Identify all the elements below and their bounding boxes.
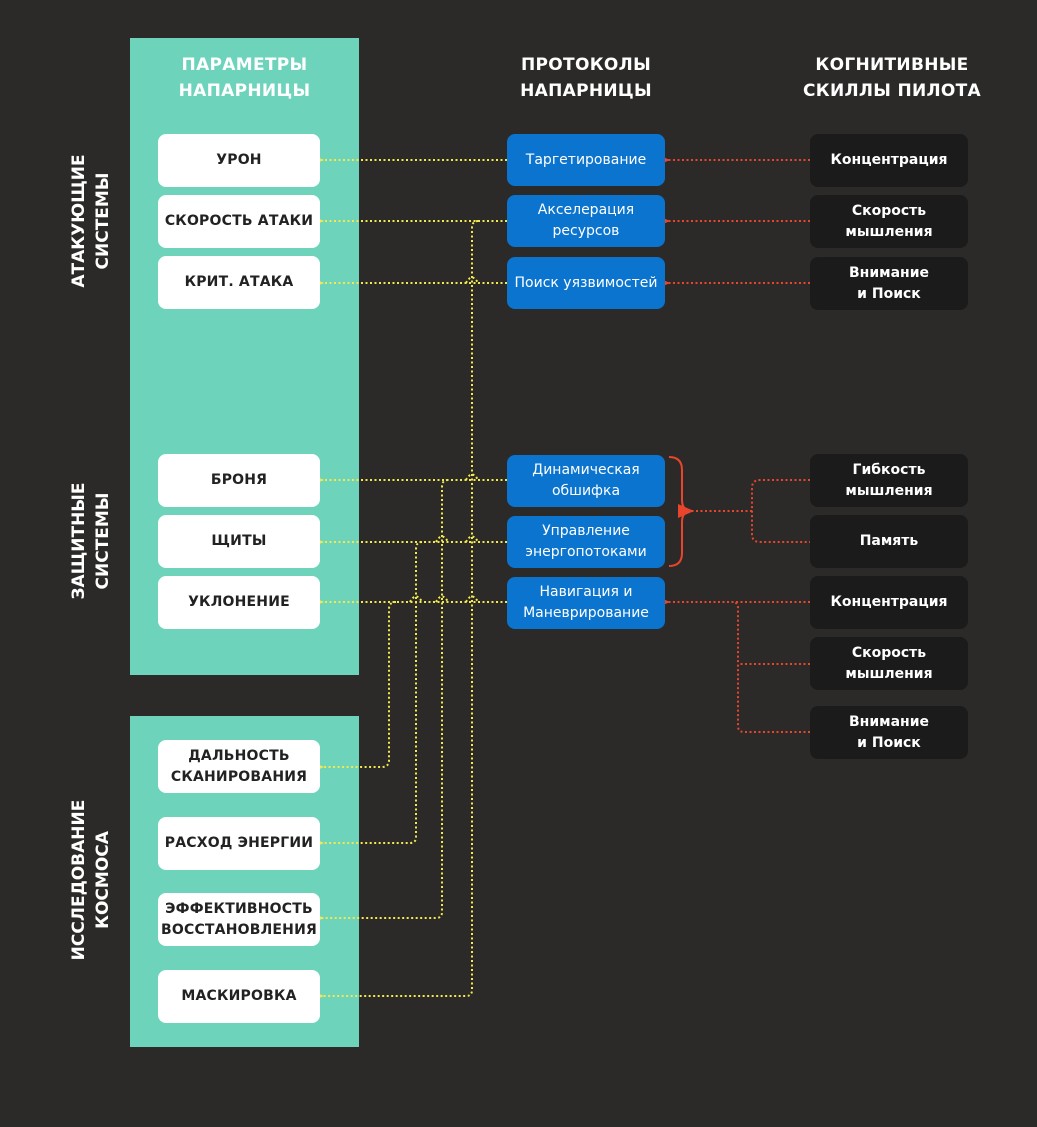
skill-concentration-1: Концентрация	[810, 134, 968, 187]
param-energy-use: РАСХОД ЭНЕРГИИ	[158, 817, 320, 870]
link-acceleration-stealth	[308, 220, 479, 1003]
skill-attention-search-1: Внимание и Поиск	[810, 257, 968, 310]
protocol-vuln-search: Поиск уязвимостей	[507, 257, 665, 309]
param-damage: УРОН	[158, 134, 320, 187]
header-skills: КОГНИТИВНЫЕ СКИЛЛЫ ПИЛОТА	[802, 55, 982, 101]
param-stealth: МАСКИРОВКА	[158, 970, 320, 1023]
bracket-plating-energy	[668, 456, 693, 567]
header-protocols: ПРОТОКОЛЫ НАПАРНИЦЫ	[520, 55, 652, 101]
skill-memory: Память	[810, 515, 968, 568]
protocol-acceleration: Акселерация ресурсов	[507, 195, 665, 247]
param-evasion: УКЛОНЕНИЕ	[158, 576, 320, 629]
skill-flexibility: Гибкость мышления	[810, 454, 968, 507]
link-plating-recovery	[308, 479, 449, 925]
protocol-dynamic-plating: Динамическая обшифка	[507, 455, 665, 507]
param-attack-speed: СКОРОСТЬ АТАКИ	[158, 195, 320, 248]
skill-thinking-speed-2: Скорость мышления	[810, 637, 968, 690]
protocol-energy-flow: Управление энергопотоками	[507, 516, 665, 568]
header-params: ПАРАМЕТРЫ НАПАРНИЦЫ	[178, 55, 311, 101]
link-nav-scanrange	[308, 601, 397, 774]
param-shields: ЩИТЫ	[158, 515, 320, 568]
skill-concentration-2: Концентрация	[810, 576, 968, 629]
skill-attention-search-2: Внимание и Поиск	[810, 706, 968, 759]
param-scan-range: ДАЛЬНОСТЬ СКАНИРОВАНИЯ	[158, 740, 320, 793]
protocol-navigation: Навигация и Маневрирование	[507, 577, 665, 629]
param-recovery: ЭФФЕКТИВНОСТЬ ВОССТАНОВЛЕНИЯ	[158, 893, 320, 946]
param-crit: КРИТ. АТАКА	[158, 256, 320, 309]
link-s7s8-nav	[731, 601, 810, 733]
skill-thinking-speed-1: Скорость мышления	[810, 195, 968, 248]
protocol-targeting: Таргетирование	[507, 134, 665, 186]
link-s4s5-bracket	[751, 479, 810, 543]
param-armor: БРОНЯ	[158, 454, 320, 507]
link-energy-energyuse	[308, 541, 423, 850]
